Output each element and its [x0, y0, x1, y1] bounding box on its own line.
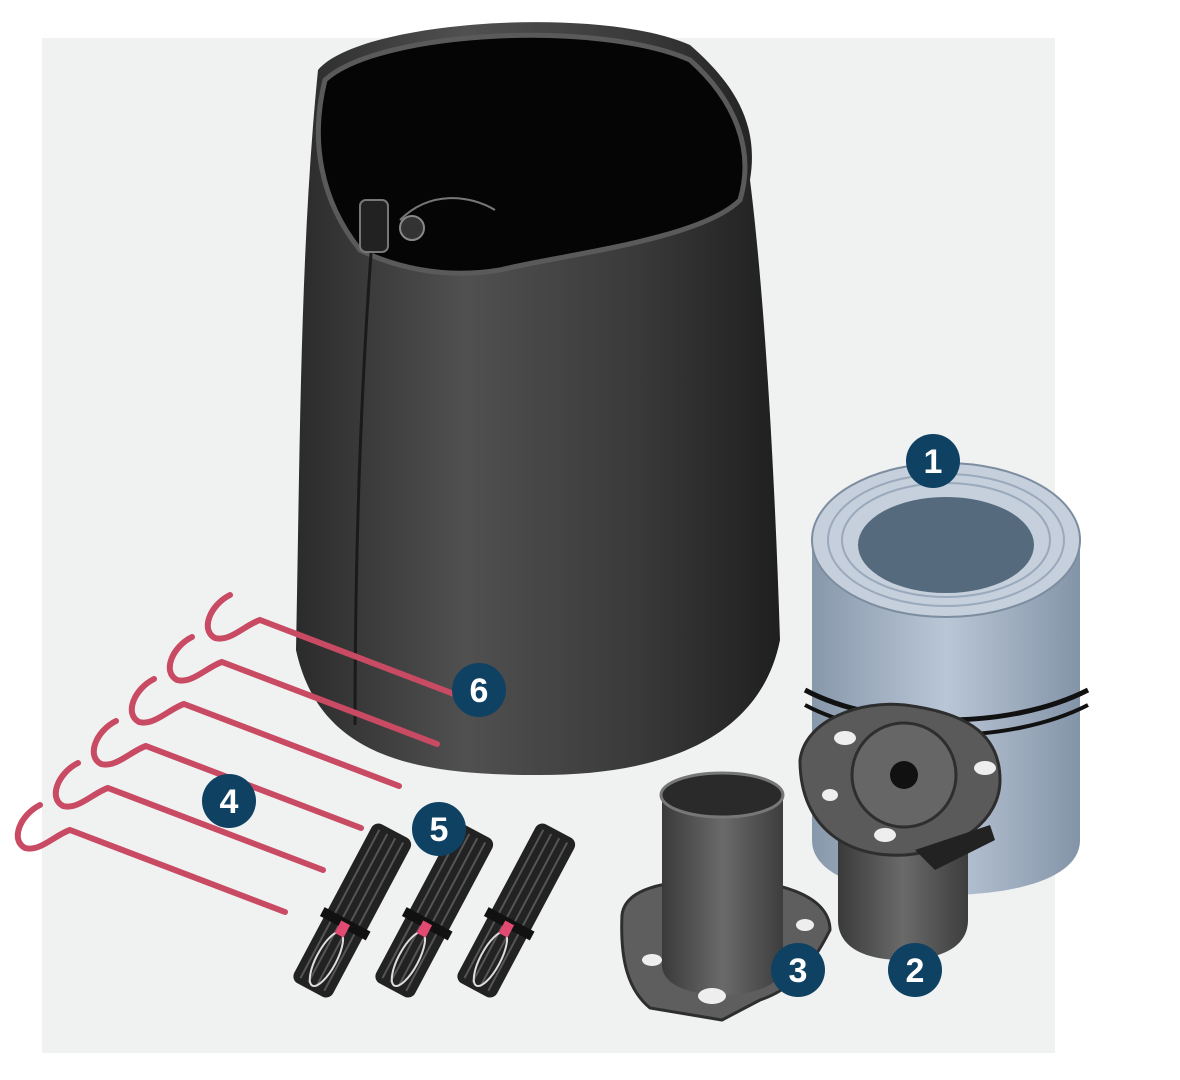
callout-6: 6: [452, 663, 506, 717]
callout-1-label: 1: [924, 443, 943, 481]
stake-icon: [14, 592, 478, 915]
stake-2: [52, 760, 326, 873]
bracket-icon: [798, 702, 1002, 960]
stake-4: [128, 676, 402, 789]
stake-5: [166, 634, 440, 747]
callout-6-label: 6: [470, 672, 489, 710]
callout-3-label: 3: [789, 952, 808, 990]
callout-3: 3: [771, 943, 825, 997]
callout-4-label: 4: [220, 783, 239, 821]
stake-1: [14, 802, 288, 915]
cord-bundle-icon: [293, 823, 576, 998]
cord-bundle-1: [293, 823, 412, 998]
callout-2-label: 2: [906, 952, 925, 990]
callout-4: 4: [202, 774, 256, 828]
callout-5: 5: [412, 802, 466, 856]
cord-bundle-3: [457, 823, 576, 998]
callout-1: 1: [906, 434, 960, 488]
stake-3: [90, 718, 364, 831]
stake-6: [204, 592, 478, 705]
bag-icon: [296, 22, 780, 775]
cord-bundle-2: [375, 823, 494, 998]
callout-5-label: 5: [430, 811, 449, 849]
callout-2: 2: [888, 943, 942, 997]
